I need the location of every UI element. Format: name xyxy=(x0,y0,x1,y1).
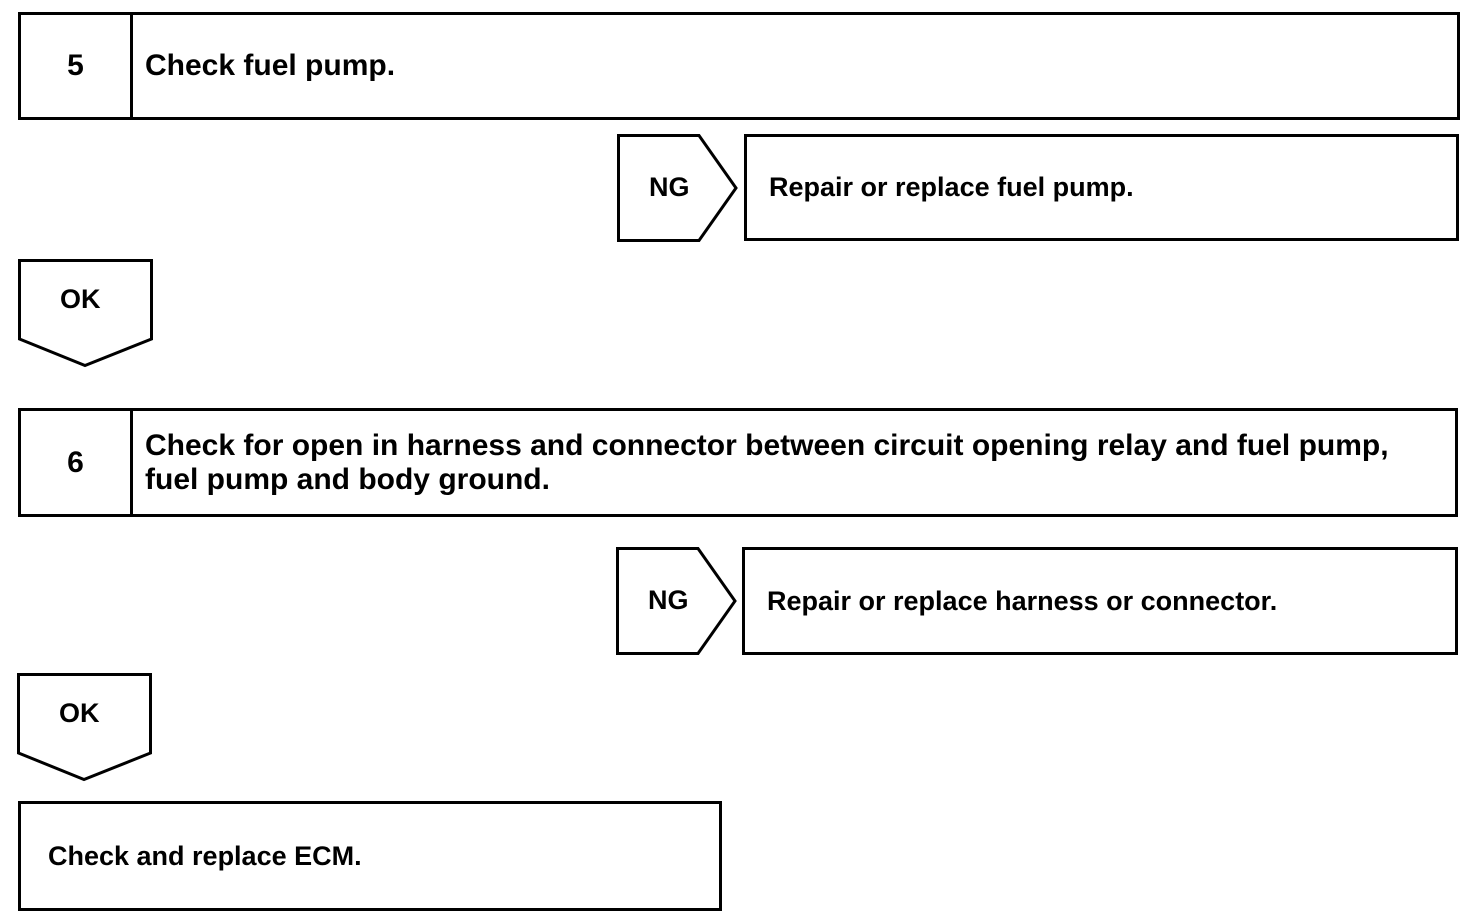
step-6-number: 6 xyxy=(21,411,133,514)
ng-arrow-shape xyxy=(617,134,738,242)
step-5-box: 5 Check fuel pump. xyxy=(18,12,1460,120)
step-6-box: 6 Check for open in harness and connecto… xyxy=(18,408,1458,517)
final-action-text: Check and replace ECM. xyxy=(48,840,362,871)
step-6-ok-arrow: OK xyxy=(17,673,153,783)
step-6-ng-arrow: NG xyxy=(616,547,738,655)
step-6-ng-action-box: Repair or replace harness or connector. xyxy=(742,547,1458,655)
ok-arrow-shape xyxy=(18,259,153,368)
step-5-ok-arrow: OK xyxy=(18,259,154,369)
step-5-number: 5 xyxy=(21,15,133,117)
step-6-text: Check for open in harness and connector … xyxy=(145,428,1389,496)
ng-arrow-shape xyxy=(616,547,737,655)
step-5-ng-action-text: Repair or replace fuel pump. xyxy=(769,172,1134,202)
step-6-ok-label: OK xyxy=(59,698,100,728)
step-5-ng-action-box: Repair or replace fuel pump. xyxy=(744,134,1459,241)
ok-arrow-shape xyxy=(17,673,152,782)
step-6-ng-action-text: Repair or replace harness or connector. xyxy=(767,585,1278,616)
step-5-ok-label: OK xyxy=(60,284,101,314)
step-6-ng-label: NG xyxy=(648,585,689,615)
step-5-ng-arrow: NG xyxy=(617,134,739,242)
step-5-ng-label: NG xyxy=(649,172,690,202)
step-5-text: Check fuel pump. xyxy=(145,49,396,82)
final-action-box: Check and replace ECM. xyxy=(18,801,722,911)
